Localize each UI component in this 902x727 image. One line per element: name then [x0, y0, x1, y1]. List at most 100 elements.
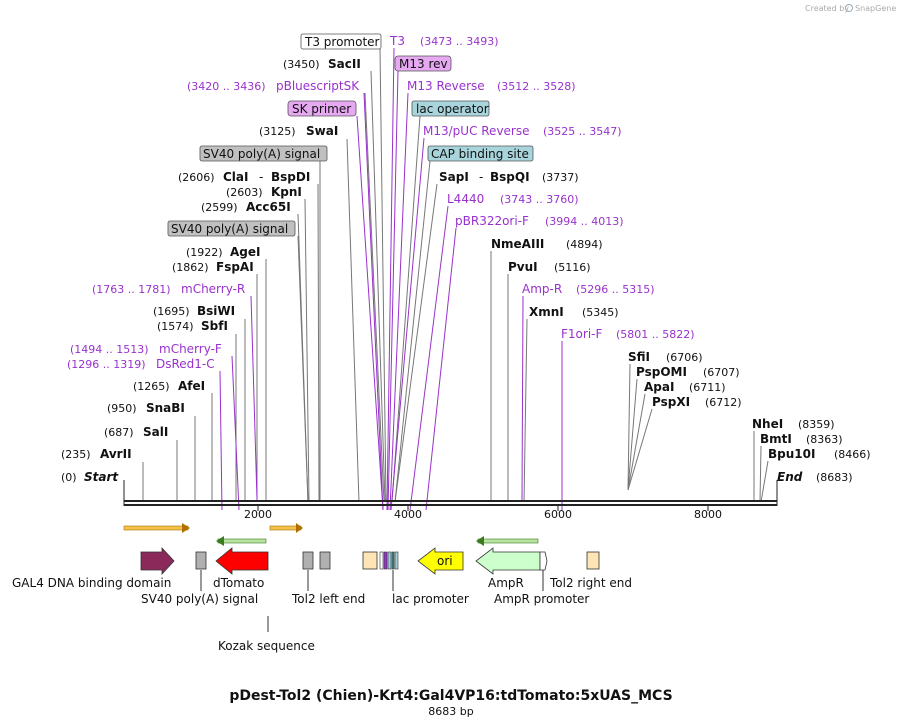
- feature-label: AmpR: [488, 576, 524, 590]
- cap-binding-site-feature[interactable]: [394, 551, 399, 570]
- primer-name[interactable]: pBR322ori-F: [455, 214, 529, 228]
- enzyme-name[interactable]: FspAI: [216, 260, 254, 274]
- t3-promoter-feature[interactable]: [379, 551, 384, 570]
- feature-label: lac promoter: [392, 592, 469, 606]
- ampr-promoter-feature[interactable]: [539, 551, 548, 571]
- right-arrow-icon: [269, 523, 303, 533]
- feature-name[interactable]: SV40 poly(A) signal: [203, 147, 320, 161]
- enzyme-name[interactable]: AgeI: [230, 245, 260, 259]
- enzyme-name[interactable]: PvuI: [508, 260, 538, 274]
- enzyme-position: (5345): [582, 306, 619, 319]
- enzyme-position: (4894): [566, 238, 603, 251]
- sv40-polya-feature[interactable]: [319, 551, 331, 570]
- tol2-right-end-feature[interactable]: [586, 551, 600, 570]
- enzyme-position: (6706): [666, 351, 703, 364]
- enzyme-name[interactable]: AvrII: [100, 447, 132, 461]
- enzyme-name[interactable]: SacII: [328, 57, 361, 71]
- enzyme-name[interactable]: AfeI: [178, 379, 205, 393]
- enzyme-name[interactable]: Acc65I: [246, 200, 291, 214]
- enzyme-position: (1574): [157, 320, 194, 333]
- primer-name[interactable]: SK primer: [292, 102, 351, 116]
- primer-box: [394, 55, 452, 72]
- feature-name[interactable]: lac operator: [416, 102, 489, 116]
- enzyme-name[interactable]: SwaI: [306, 124, 338, 138]
- enzyme-position: (8466): [834, 448, 871, 461]
- primer-labels: (1296 .. 1319) DsRed1-C (1494 .. 1513) m…: [67, 34, 695, 371]
- enzyme-name[interactable]: KpnI: [271, 185, 302, 199]
- enzyme-position: (687): [104, 426, 134, 439]
- feature-name[interactable]: T3 promoter: [304, 35, 380, 49]
- enzyme-name[interactable]: NmeAIII: [491, 237, 544, 251]
- primer-position: (3525 .. 3547): [543, 125, 622, 138]
- enzyme-position: (1265): [133, 380, 170, 393]
- ampr-feature[interactable]: [475, 547, 541, 575]
- enzyme-position: (6707): [703, 366, 740, 379]
- axis-tick-label: 4000: [394, 508, 422, 521]
- primer-name[interactable]: M13 rev: [399, 57, 448, 71]
- primer-name[interactable]: T3: [389, 34, 405, 48]
- feature-label: SV40 poly(A) signal: [141, 592, 258, 606]
- primer-position: (3512 .. 3528): [497, 80, 576, 93]
- right-arrow-icon: [123, 523, 190, 533]
- enzyme-name[interactable]: Bpu10I: [768, 447, 815, 461]
- primer-connectors: [219, 47, 563, 511]
- enzyme-name[interactable]: BsiWI: [197, 304, 235, 318]
- primer-name[interactable]: M13/pUC Reverse: [423, 124, 530, 138]
- enzyme-name[interactable]: SfiI: [628, 350, 650, 364]
- boxed-feature-labels: T3 promoter SV40 poly(A) signal SV40 pol…: [167, 33, 534, 237]
- primer-name[interactable]: M13 Reverse: [407, 79, 485, 93]
- enzyme-position: (2603): [226, 186, 263, 199]
- plasmid-title: pDest-Tol2 (Chien)-Krt4:Gal4VP16:tdTomat…: [229, 688, 672, 704]
- end-label: End: [777, 470, 803, 484]
- enzyme-position: (8359): [798, 418, 835, 431]
- start-label: Start: [84, 470, 119, 484]
- primer-name[interactable]: pBluescriptSK: [276, 79, 360, 93]
- enzyme-name[interactable]: SnaBI: [146, 401, 185, 415]
- enzyme-name[interactable]: SalI: [143, 425, 168, 439]
- enzyme-name[interactable]: BmtI: [760, 432, 792, 446]
- sv40-polya-feature[interactable]: [302, 551, 314, 570]
- enzyme-name[interactable]: PspOMI: [636, 365, 687, 379]
- primer-position: (5296 .. 5315): [576, 283, 655, 296]
- primer-name[interactable]: DsRed1-C: [156, 357, 215, 371]
- primer-name[interactable]: F1ori-F: [561, 327, 602, 341]
- backbone: [123, 480, 778, 511]
- enzyme-position: (1862): [172, 261, 209, 274]
- feature-label: Tol2 right end: [549, 576, 632, 590]
- tol2-left-end-feature[interactable]: [362, 551, 378, 570]
- enzyme-labels: (235) AvrII (687) SalI (950) SnaBI (1265…: [61, 57, 871, 461]
- enzyme-name[interactable]: ClaI: [223, 170, 248, 184]
- enzyme-name[interactable]: BspQI: [490, 170, 530, 184]
- enzyme-name[interactable]: XmnI: [529, 305, 564, 319]
- enzyme-name[interactable]: BspDI: [271, 170, 310, 184]
- primer-site-feature[interactable]: [383, 551, 388, 570]
- primer-name[interactable]: mCherry-R: [181, 282, 245, 296]
- snapgene-logo-icon: [845, 4, 853, 12]
- enzyme-name[interactable]: ApaI: [644, 380, 674, 394]
- sv40-polya-feature[interactable]: [195, 551, 207, 570]
- enzyme-name[interactable]: PspXI: [652, 395, 690, 409]
- primer-position: (5801 .. 5822): [616, 328, 695, 341]
- enzyme-name[interactable]: NheI: [752, 417, 783, 431]
- dtomato-feature[interactable]: [215, 547, 269, 575]
- primer-position: (3994 .. 4013): [545, 215, 624, 228]
- gal4-feature[interactable]: [140, 546, 175, 576]
- primer-name[interactable]: L4440: [447, 192, 484, 206]
- feature-name[interactable]: SV40 poly(A) signal: [171, 222, 288, 236]
- lac-promoter-feature[interactable]: [391, 551, 395, 570]
- feature-box: [300, 33, 382, 50]
- ori-label: ori: [437, 554, 453, 568]
- left-arrow-icon: [216, 536, 267, 546]
- enzyme-name[interactable]: SbfI: [201, 319, 228, 333]
- primer-name[interactable]: Amp-R: [522, 282, 562, 296]
- enzyme-name[interactable]: SapI: [439, 170, 469, 184]
- feature-label: dTomato: [213, 576, 264, 590]
- feature-label: Tol2 left end: [291, 592, 365, 606]
- ori-feature[interactable]: [417, 547, 464, 575]
- feature-leaders: [200, 570, 544, 632]
- enzyme-position: (1695): [153, 305, 190, 318]
- feature-name[interactable]: CAP binding site: [431, 147, 529, 161]
- primer-name[interactable]: mCherry-F: [159, 342, 222, 356]
- lac-operator-feature[interactable]: [387, 551, 392, 570]
